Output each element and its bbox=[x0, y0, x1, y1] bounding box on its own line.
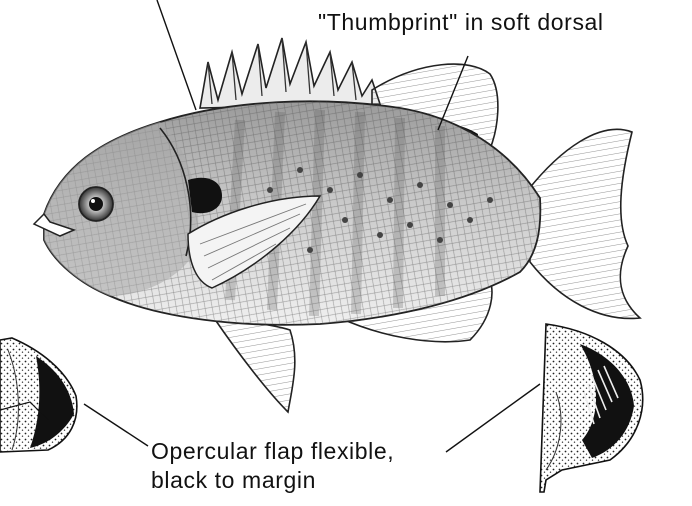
label-opercular-line2: black to margin bbox=[151, 466, 316, 494]
pointer-line-left-inset bbox=[84, 404, 148, 446]
spiny-dorsal-fin bbox=[200, 38, 380, 108]
pointer-line-top bbox=[157, 0, 196, 110]
pelvic-fin bbox=[214, 318, 295, 412]
label-opercular-line1: Opercular flap flexible, bbox=[151, 437, 394, 465]
inset-left-opercular-closeup bbox=[0, 338, 77, 452]
pointer-line-right-inset bbox=[446, 384, 540, 452]
label-thumbprint: "Thumbprint" in soft dorsal bbox=[318, 8, 604, 36]
caudal-fin bbox=[528, 129, 640, 318]
inset-right-dorsal-closeup bbox=[540, 324, 643, 492]
